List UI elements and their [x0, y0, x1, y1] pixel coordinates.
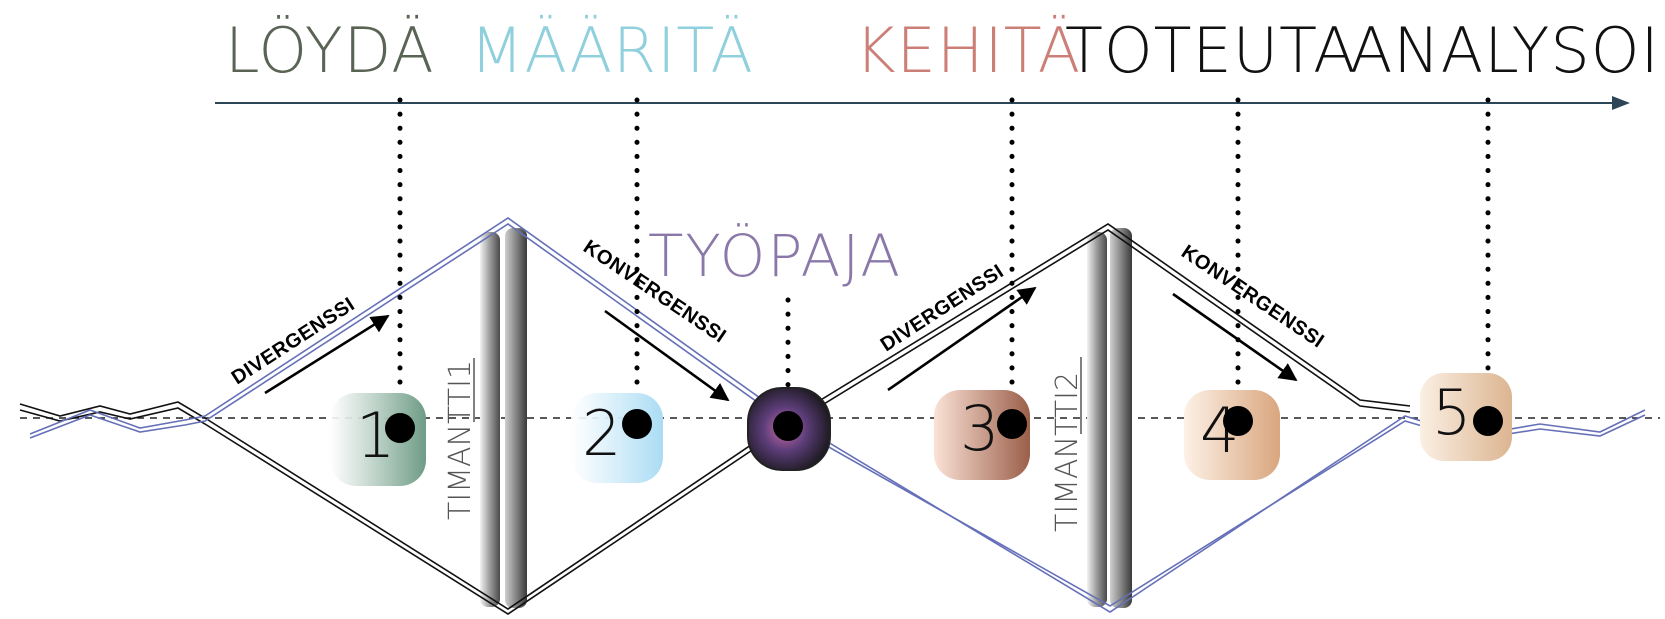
diamond-outline-black: [19, 223, 1411, 615]
svg-text:TIMANTTI1: TIMANTTI1: [443, 360, 478, 520]
arrow-convergence-2: [1172, 292, 1298, 382]
dotted-connectors: [397, 97, 1491, 393]
diamond2-bar-right: [1110, 228, 1132, 608]
stage-number-3: 3: [960, 392, 999, 465]
diamond-label-1: TIMANTTI1: [443, 358, 478, 520]
stage-dots: [385, 406, 1503, 443]
workshop-label: TYÖPAJA: [648, 222, 902, 290]
stage-number-5: 5: [1432, 376, 1471, 449]
timeline-arrowhead: [1612, 96, 1630, 110]
stage-tile-4: [1184, 390, 1280, 480]
phase-analysoi: ANALYSOI: [1350, 14, 1660, 87]
arrow-convergence-1: [604, 309, 730, 402]
phase-toteuta: TOTEUTA: [1065, 14, 1357, 87]
label-convergence-2: KONVERGENSSI: [1177, 241, 1328, 353]
svg-text:TIMANTTI2: TIMANTTI2: [1050, 372, 1085, 532]
phase-loyda: LÖYDÄ: [225, 14, 435, 87]
diamond2-bar-left: [1087, 232, 1107, 607]
arrow-divergence-2: [887, 286, 1037, 392]
diamond-label-2: TIMANTTI2: [1050, 357, 1085, 532]
phase-maarita: MÄÄRITÄ: [470, 14, 754, 87]
phase-kehita: KEHITÄ: [855, 14, 1081, 87]
stage-number-2: 2: [582, 397, 621, 470]
stage-tile-5: [1420, 373, 1512, 461]
diamond1-bar-left: [480, 232, 500, 607]
diamond1-bar-right: [505, 228, 527, 608]
arrow-divergence-1: [264, 314, 390, 395]
